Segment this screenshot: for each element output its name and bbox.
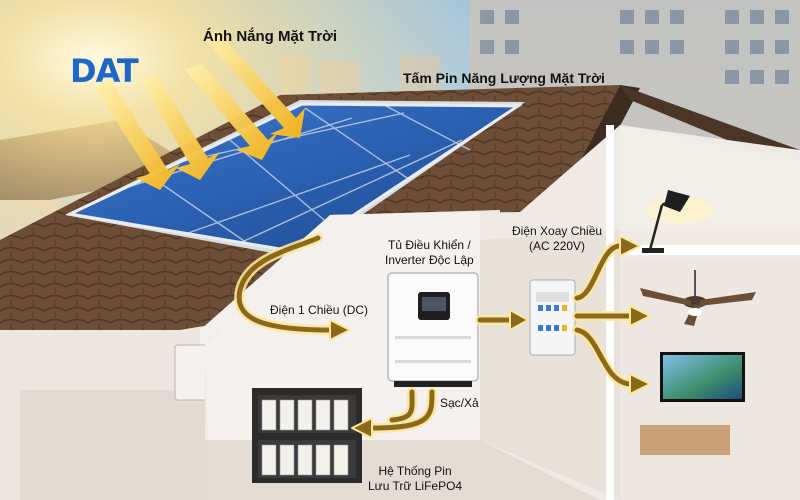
- ac-power-label-line2: (AC 220V): [529, 239, 586, 253]
- dc-power-label: Điện 1 Chiều (DC): [270, 303, 369, 317]
- ac-power-label: Điện Xoay Chiều (AC 220V): [512, 224, 602, 254]
- inverter-icon: [387, 272, 479, 387]
- inverter-label-line1: Tủ Điều Khiển /: [388, 238, 471, 252]
- sunlight-label: Ánh Nắng Mặt Trời: [203, 28, 337, 45]
- inverter-label: Tủ Điều Khiển / Inverter Độc Lập: [385, 238, 474, 268]
- energy-flow-arrows: [234, 233, 651, 439]
- television-icon: [640, 352, 745, 455]
- battery-rack-icon: [252, 388, 362, 483]
- charge-discharge-label: Sạc/Xả: [440, 396, 479, 410]
- brand-logo-text: DAT: [70, 52, 139, 90]
- battery-label-line1: Hệ Thống Pin: [378, 464, 452, 478]
- inverter-label-line2: Inverter Độc Lập: [385, 253, 474, 267]
- battery-label-line2: Lưu Trữ LiFePO4: [368, 479, 463, 493]
- lamp-icon: [642, 190, 714, 253]
- sun-rays: [95, 30, 305, 190]
- battery-label: Hệ Thống Pin Lưu Trữ LiFePO4: [368, 464, 462, 494]
- brand-logo: DAT: [70, 52, 139, 90]
- ceiling-fan-icon: [640, 270, 756, 326]
- distribution-panel-icon: [529, 279, 576, 356]
- solar-panel-label: Tấm Pin Năng Lượng Mặt Trời: [403, 70, 605, 86]
- ac-power-label-line1: Điện Xoay Chiều: [512, 224, 603, 238]
